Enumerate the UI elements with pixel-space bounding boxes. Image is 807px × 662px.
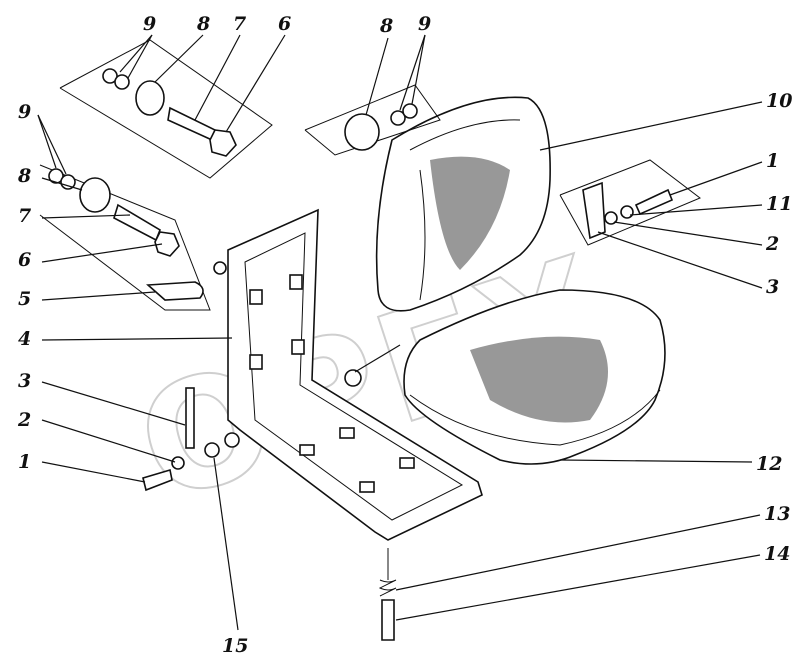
label-1-right: 1 — [766, 150, 779, 172]
label-8-top-mid: 8 — [379, 15, 393, 37]
hardware-left — [39, 164, 211, 311]
label-10: 10 — [766, 90, 792, 112]
label-1-left: 1 — [18, 451, 31, 473]
label-5: 5 — [18, 288, 31, 310]
label-15: 15 — [222, 635, 248, 657]
label-14: 14 — [764, 543, 790, 565]
leader-lines — [37, 34, 763, 631]
label-13: 13 — [764, 503, 790, 525]
label-4: 4 — [18, 328, 31, 350]
label-8-left: 8 — [17, 165, 31, 187]
hardware-bottom — [378, 548, 397, 641]
label-9-left: 9 — [18, 101, 31, 123]
label-7-top-left: 7 — [233, 13, 246, 35]
label-9-top-left: 9 — [143, 13, 156, 35]
callout-labels: 9 8 7 6 8 9 10 1 11 2 3 9 8 7 6 5 4 3 2 … — [17, 13, 792, 657]
label-6-left: 6 — [18, 249, 31, 271]
label-12: 12 — [756, 453, 782, 475]
label-7-left: 7 — [18, 205, 31, 227]
label-8-top-left: 8 — [196, 13, 210, 35]
label-2-left: 2 — [17, 409, 31, 431]
label-11: 11 — [766, 193, 792, 215]
hardware-top-mid — [304, 84, 441, 156]
seat-cushion — [403, 289, 666, 465]
label-6-top-left: 6 — [278, 13, 291, 35]
label-3-left: 3 — [18, 370, 31, 392]
hardware-lower-left — [142, 387, 220, 492]
label-9-top-mid: 9 — [418, 13, 431, 35]
seat-back — [375, 96, 551, 312]
label-3-right: 3 — [766, 276, 779, 298]
hardware-right — [559, 159, 701, 246]
label-2-right: 2 — [765, 233, 779, 255]
hardware-top-left — [59, 39, 273, 179]
seat-frame — [213, 208, 483, 541]
